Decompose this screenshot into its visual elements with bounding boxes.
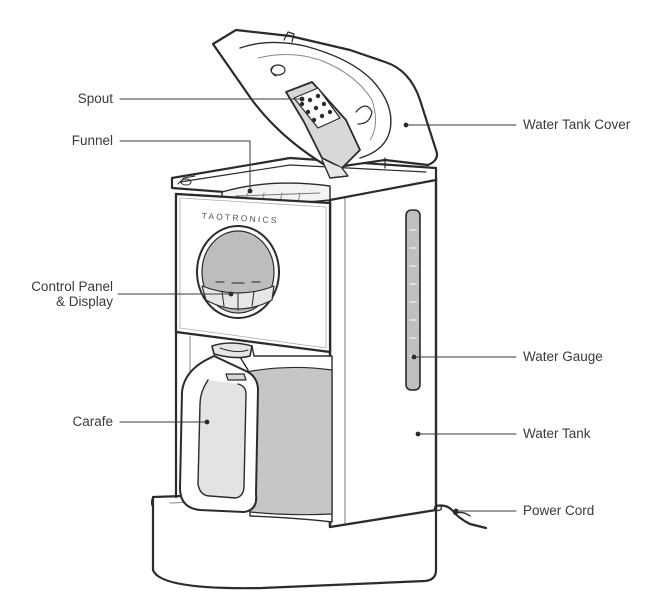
power-cord bbox=[433, 504, 488, 530]
label-water-gauge: Water Gauge bbox=[523, 349, 603, 364]
label-spout: Spout bbox=[77, 91, 113, 106]
label-water-tank-cover: Water Tank Cover bbox=[523, 117, 631, 132]
leader-lines bbox=[117, 98, 517, 512]
label-control-panel-line1: Control Panel bbox=[31, 279, 113, 294]
label-power-cord: Power Cord bbox=[523, 503, 595, 518]
spout bbox=[285, 81, 361, 179]
label-carafe: Carafe bbox=[72, 414, 113, 429]
label-control-panel-line2: & Display bbox=[55, 294, 113, 309]
water-gauge bbox=[405, 209, 421, 391]
carafe bbox=[179, 342, 333, 523]
leader-dots bbox=[204, 96, 459, 514]
label-funnel: Funnel bbox=[71, 133, 113, 148]
label-water-tank: Water Tank bbox=[523, 426, 591, 441]
control-panel-display bbox=[196, 225, 280, 319]
brand-logo: TAOTRONICS bbox=[201, 211, 279, 226]
label-control-panel: Control Panel & Display bbox=[31, 279, 113, 309]
